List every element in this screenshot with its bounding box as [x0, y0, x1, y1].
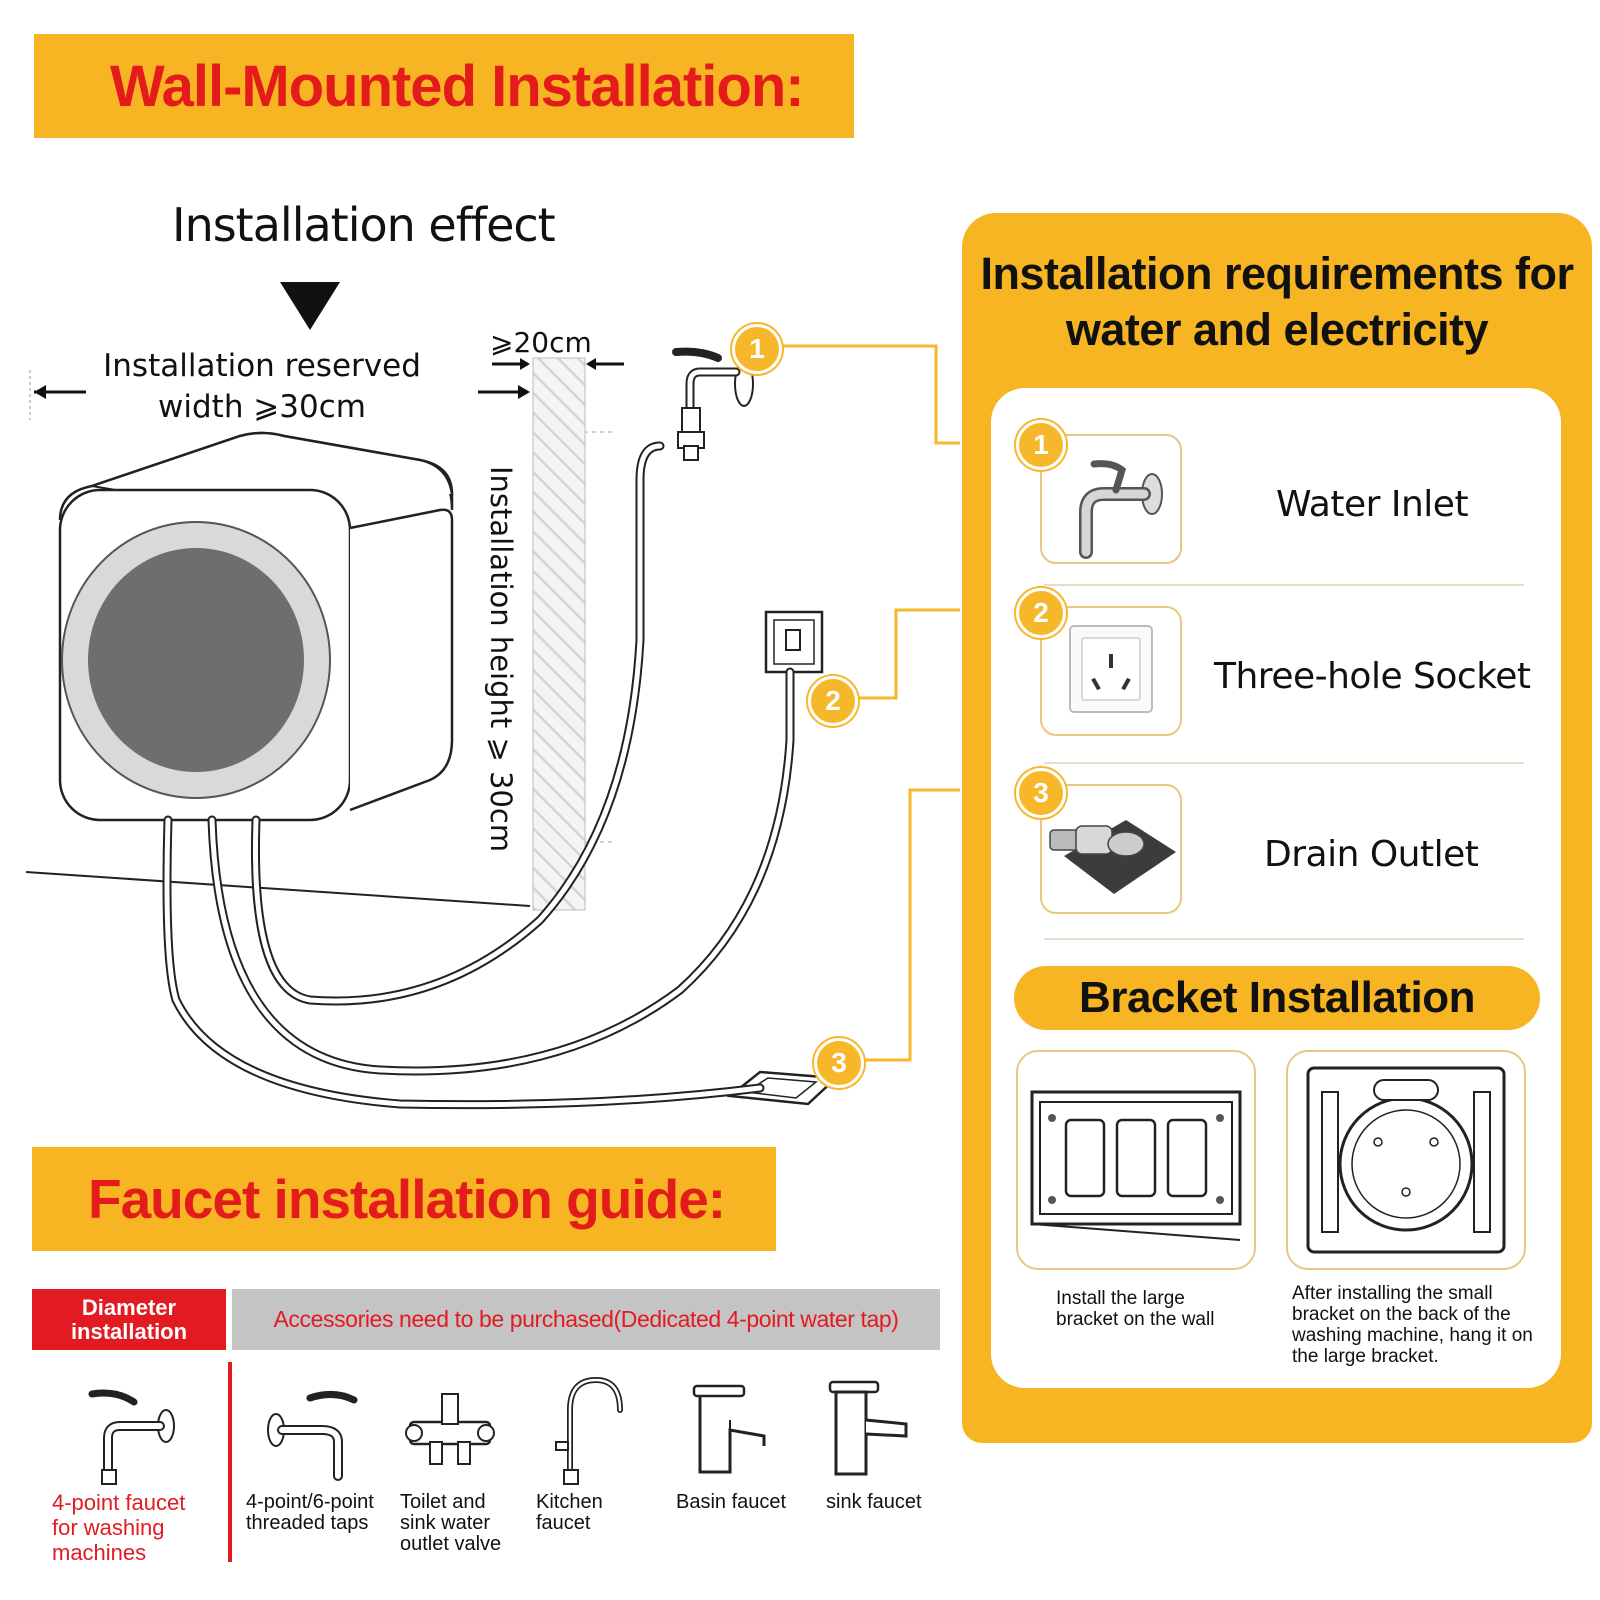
socket-icon: [1040, 606, 1182, 736]
callout-badge-1: 1: [732, 324, 782, 374]
threaded-tap-icon: [267, 1391, 358, 1481]
drain-outlet-label: Drain Outlet: [1264, 834, 1479, 875]
bracket-installation-title: Bracket Installation: [1014, 966, 1540, 1030]
wall-hatch: [532, 357, 586, 911]
large-bracket-caption: Install the large bracket on the wall: [1056, 1288, 1215, 1330]
wall-faucet: [672, 347, 754, 461]
faucet-caption-threaded: 4-point/6-point threaded taps: [246, 1491, 374, 1534]
faucet-guide-banner: Faucet installation guide:: [32, 1147, 776, 1251]
water-inlet-label: Water Inlet: [1276, 484, 1469, 525]
drain-outlet-icon: [1040, 784, 1182, 914]
outlet-valve-icon: [405, 1393, 495, 1465]
gap-label: ⩾20cm: [490, 326, 592, 359]
floor-line: [25, 871, 531, 907]
basin-faucet-icon: [692, 1384, 766, 1474]
washing-machine: [58, 431, 454, 822]
banner-title: Wall-Mounted Installation:: [110, 53, 805, 119]
row-divider: [1044, 584, 1524, 586]
washing-machine-faucet-icon: [88, 1389, 175, 1485]
small-bracket-caption: After installing the small bracket on th…: [1292, 1283, 1533, 1367]
sink-faucet-icon: [828, 1380, 908, 1476]
requirements-title: Installation requirements for water and …: [980, 248, 1574, 355]
row-divider: [1044, 762, 1524, 764]
installation-diagram: [25, 344, 960, 1110]
faucet-caption-kitchen: Kitchen faucet: [536, 1491, 603, 1534]
height-label: Installation height ⩾ 30cm: [484, 466, 518, 853]
requirement-badge-2: 2: [1016, 588, 1066, 638]
requirement-badge-1: 1: [1016, 420, 1066, 470]
installation-effect-title: Installation effect: [172, 198, 556, 252]
reserved-width-label: Installation reserved width ⩾30cm: [103, 348, 421, 425]
callout-badge-2: 2: [808, 676, 858, 726]
red-divider: [228, 1362, 232, 1562]
wall-mounted-banner: Wall-Mounted Installation:: [34, 34, 854, 138]
down-triangle-icon: [280, 282, 340, 330]
faucet-caption-basin: Basin faucet: [676, 1491, 787, 1513]
socket-label: Three-hole Socket: [1214, 656, 1531, 697]
faucet-guide-title: Faucet installation guide:: [88, 1168, 726, 1230]
requirement-badge-3: 3: [1016, 768, 1066, 818]
faucet-caption-washing-machine: 4-point faucet for washing machines: [52, 1490, 186, 1565]
faucet-caption-outlet-valve: Toilet and sink water outlet valve: [400, 1491, 502, 1555]
kitchen-faucet-icon: [555, 1376, 623, 1485]
diameter-installation-label: Diameter installation: [32, 1289, 226, 1350]
faucet-icon: [1040, 434, 1182, 564]
large-bracket-icon: [1016, 1050, 1256, 1270]
faucet-caption-sink: sink faucet: [826, 1491, 922, 1513]
accessories-note: Accessories need to be purchased(Dedicat…: [232, 1289, 940, 1350]
callout-badge-3: 3: [814, 1038, 864, 1088]
row-divider: [1044, 938, 1524, 940]
small-bracket-icon: [1286, 1050, 1526, 1270]
